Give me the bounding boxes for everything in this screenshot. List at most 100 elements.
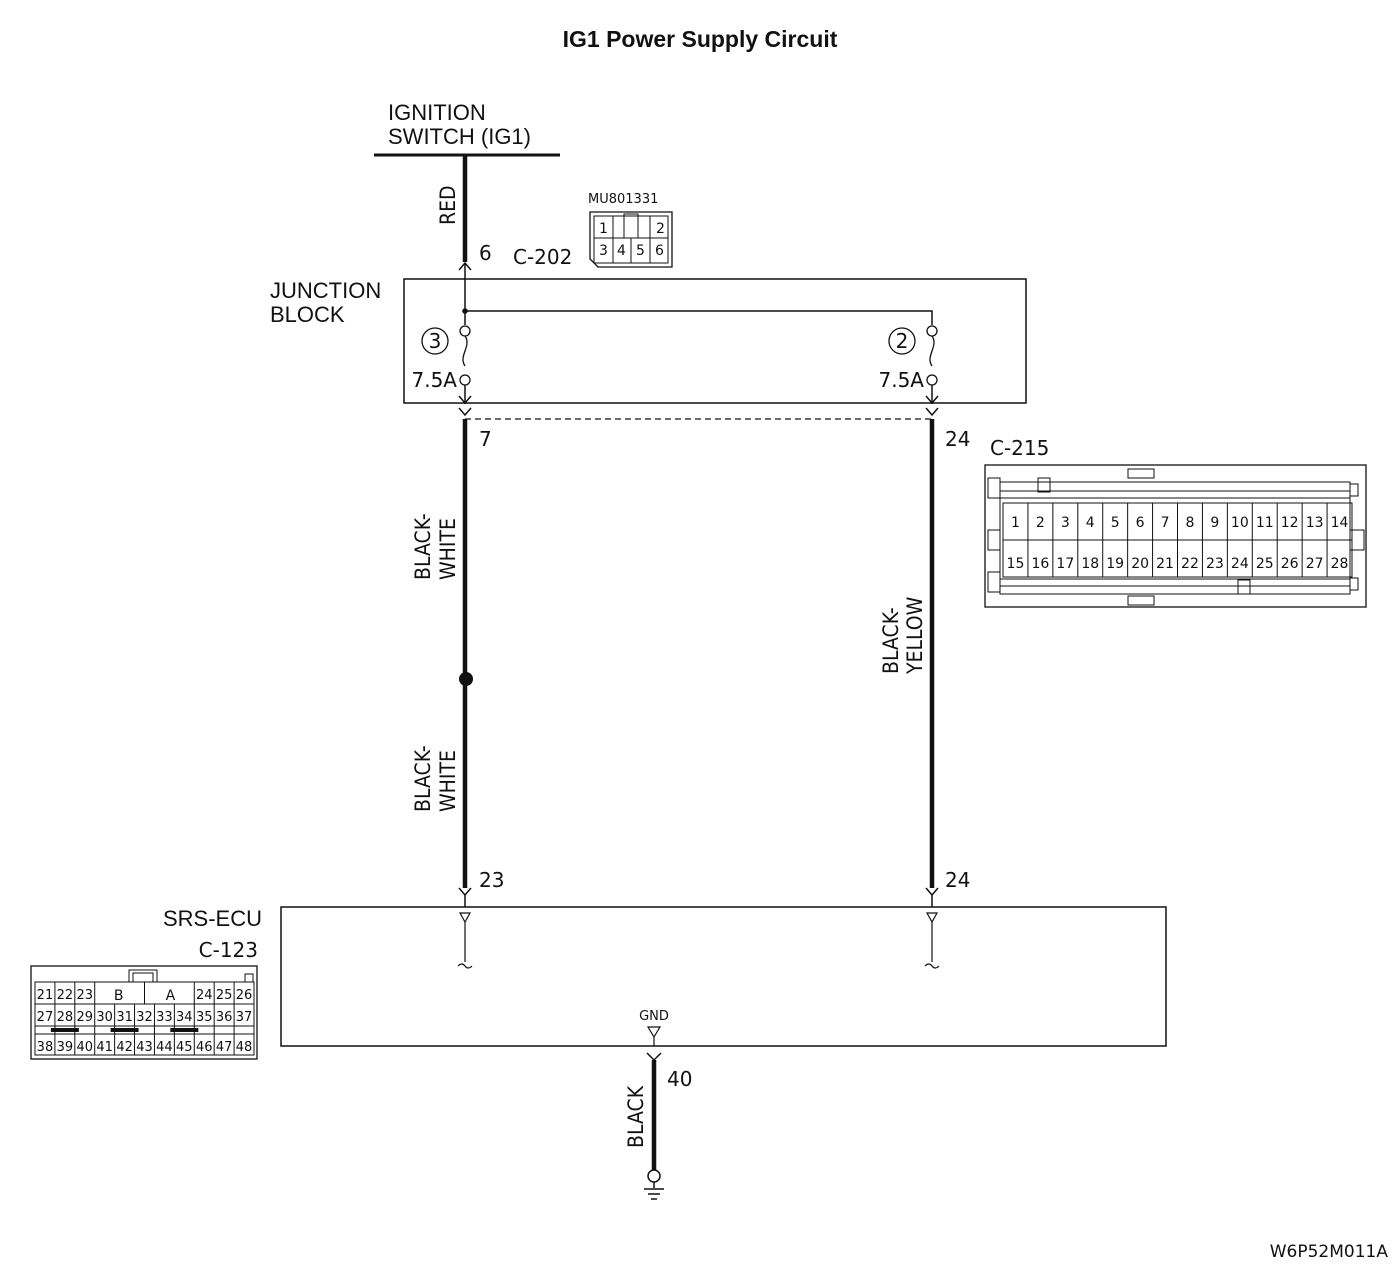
svg-text:6: 6 <box>655 243 664 259</box>
diagram-title: IG1 Power Supply Circuit <box>563 26 838 52</box>
connector-label-c215: C-215 <box>990 436 1049 460</box>
c215-pin: 6 <box>1136 515 1145 531</box>
c215-pin: 11 <box>1256 515 1274 531</box>
c215-pin: 3 <box>1061 515 1070 531</box>
c215-pin: 5 <box>1111 515 1120 531</box>
c215-pin: 13 <box>1306 515 1324 531</box>
c215-pin: 15 <box>1007 556 1025 572</box>
svg-text:3: 3 <box>429 329 442 353</box>
c123-pin: 26 <box>236 988 253 1003</box>
c215-pin: 19 <box>1106 556 1124 572</box>
svg-text:2: 2 <box>896 329 909 353</box>
document-code: W6P52M011A <box>1270 1242 1389 1262</box>
c123-pin: 40 <box>76 1040 93 1055</box>
c123-pin: A <box>166 988 176 1004</box>
svg-text:BLACK: BLACK <box>624 1085 648 1148</box>
c123-pin: 23 <box>76 988 93 1003</box>
svg-text:JUNCTION: JUNCTION <box>270 278 381 303</box>
c215-pin: 28 <box>1331 556 1349 572</box>
c215-pin: 16 <box>1031 556 1049 572</box>
svg-text:23: 23 <box>479 868 504 892</box>
c215-pin: 21 <box>1156 556 1174 572</box>
svg-text:RED: RED <box>436 185 460 225</box>
connector-c202-pin: 6 C-202 <box>458 241 572 280</box>
c123-pin: 44 <box>156 1040 173 1055</box>
ignition-switch: IGNITION SWITCH (IG1) <box>374 100 560 157</box>
pin-label-c202: 6 <box>479 241 492 265</box>
c123-pin: 31 <box>116 1010 133 1025</box>
connector-face-mu801331: MU801331 1 2 3 4 5 6 <box>588 192 673 268</box>
wire-red: RED <box>436 155 468 262</box>
c123-pin: 33 <box>156 1010 173 1025</box>
srs-ecu: SRS-ECU C-123 GND <box>163 906 1167 1047</box>
c123-pin: 48 <box>236 1040 253 1055</box>
c123-pin: 22 <box>57 988 74 1003</box>
c123-pin: 32 <box>136 1010 153 1025</box>
c215-pin: 12 <box>1281 515 1299 531</box>
connector-label-c202: C-202 <box>513 245 572 269</box>
svg-text:MU801331: MU801331 <box>588 192 658 207</box>
svg-text:7: 7 <box>479 427 492 451</box>
c215-pin: 4 <box>1086 515 1095 531</box>
svg-text:WHITE: WHITE <box>436 750 460 812</box>
fuse-3: 3 7.5A <box>412 325 471 404</box>
c215-pin: 26 <box>1281 556 1299 572</box>
c215-pin: 25 <box>1256 556 1274 572</box>
c123-pin: 29 <box>76 1010 93 1025</box>
svg-text:BLACK-: BLACK- <box>411 513 435 580</box>
c123-pin: 25 <box>216 988 233 1003</box>
c215-pin: 17 <box>1056 556 1074 572</box>
c123-pin: 34 <box>176 1010 193 1025</box>
wire-black-white: BLACK- WHITE BLACK- WHITE <box>411 419 473 888</box>
svg-text:YELLOW: YELLOW <box>903 596 927 675</box>
svg-text:4: 4 <box>617 243 626 259</box>
svg-text:SWITCH (IG1): SWITCH (IG1) <box>388 124 531 149</box>
svg-text:24: 24 <box>945 427 970 451</box>
c215-pin: 8 <box>1186 515 1195 531</box>
ground-symbol-icon <box>644 1169 664 1200</box>
svg-text:WHITE: WHITE <box>436 518 460 580</box>
svg-text:2: 2 <box>656 221 665 237</box>
svg-text:C-123: C-123 <box>199 938 258 962</box>
c123-pin: 46 <box>196 1040 213 1055</box>
svg-text:5: 5 <box>636 243 645 259</box>
svg-text:24: 24 <box>945 868 970 892</box>
c123-pin: 42 <box>116 1040 133 1055</box>
svg-text:1: 1 <box>599 221 608 237</box>
c123-pin: 38 <box>37 1040 54 1055</box>
jb-output-pins: 7 24 <box>458 395 970 451</box>
c215-pin: 24 <box>1231 556 1249 572</box>
fuse-2: 2 7.5A <box>879 325 938 404</box>
c123-pin: 21 <box>37 988 54 1003</box>
svg-text:BLACK-: BLACK- <box>879 607 903 674</box>
svg-text:3: 3 <box>599 243 608 259</box>
c215-pin: 20 <box>1131 556 1149 572</box>
c123-pin: 36 <box>216 1010 233 1025</box>
c123-pin: 35 <box>196 1010 213 1025</box>
c215-pin: 9 <box>1210 515 1219 531</box>
c215-pin: 2 <box>1036 515 1045 531</box>
c123-pin: 45 <box>176 1040 193 1055</box>
svg-text:BLACK-: BLACK- <box>411 745 435 812</box>
c123-pin: 28 <box>57 1010 74 1025</box>
c123-pin: 24 <box>196 988 213 1003</box>
svg-text:BLOCK: BLOCK <box>270 302 345 327</box>
c215-pin: 14 <box>1331 515 1349 531</box>
c123-pin: 47 <box>216 1040 233 1055</box>
c123-pin: 27 <box>37 1010 54 1025</box>
c215-pin: 23 <box>1206 556 1224 572</box>
c215-pin: 7 <box>1161 515 1170 531</box>
junction-block: JUNCTION BLOCK <box>270 278 1027 404</box>
c123-pin: 43 <box>136 1040 153 1055</box>
wire-black-ground: 40 BLACK <box>624 1052 692 1170</box>
c123-pin: 30 <box>96 1010 113 1025</box>
c123-pin: 37 <box>236 1010 253 1025</box>
c215-pin: 10 <box>1231 515 1249 531</box>
svg-text:IGNITION: IGNITION <box>388 100 486 125</box>
svg-text:40: 40 <box>667 1067 692 1091</box>
